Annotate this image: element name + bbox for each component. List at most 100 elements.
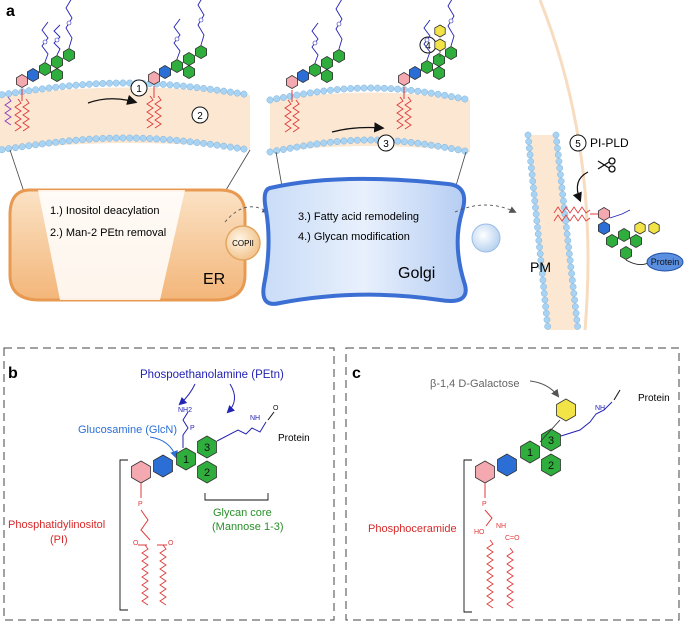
lipid-headgroup — [45, 139, 53, 147]
lipid-headgroup — [367, 136, 375, 144]
fatty-acid-chain — [159, 544, 167, 606]
lipid-headgroup — [306, 141, 314, 149]
mannose-2-number: 2 — [548, 460, 554, 472]
lipid-headgroup — [327, 86, 334, 94]
lipid-headgroup — [92, 80, 100, 88]
lipid-headgroup — [540, 290, 548, 297]
step-3-marker — [377, 134, 395, 152]
glcn-hexagon — [408, 66, 422, 80]
lipid-headgroup — [556, 164, 564, 172]
lipid-headgroup — [32, 86, 40, 94]
mannose-hexagon — [420, 60, 434, 74]
amide-label: NH — [250, 415, 260, 422]
er-label: ER — [203, 271, 225, 288]
galactose-hexagon — [434, 24, 446, 38]
lipid-headgroup — [535, 237, 543, 244]
lipid-headgroup — [527, 158, 535, 165]
hydroxyl-label: HO — [474, 529, 485, 536]
golgi-organelle — [261, 176, 468, 306]
gpi-anchor-golgi-after: Protein — [396, 0, 458, 130]
pm-background-curve — [538, 0, 590, 331]
sphingoid-chain — [486, 539, 494, 609]
mannose-hexagon — [630, 234, 642, 248]
lipid-headgroup — [206, 140, 214, 148]
lipid-headgroup — [139, 134, 147, 142]
lipid-headgroup — [279, 146, 287, 153]
lipid-chain — [553, 206, 591, 214]
lipid-headgroup — [538, 270, 546, 277]
inositol-hexagon — [147, 71, 161, 85]
oxygen-label: O — [273, 405, 279, 412]
lipid-headgroup — [454, 94, 462, 102]
lipid-headgroup — [59, 138, 66, 145]
glcn-hexagon — [158, 65, 172, 79]
mannose-hexagon — [170, 59, 184, 73]
galactose-bond — [539, 419, 561, 443]
lipid-headgroup — [240, 145, 248, 153]
lipid-headgroup — [293, 143, 301, 151]
lipid-headgroup — [173, 136, 181, 144]
lipid-headgroup — [38, 140, 46, 148]
lipid-headgroup — [186, 83, 194, 91]
mannose-hexagon — [182, 52, 196, 66]
mannose-hexagon — [63, 48, 75, 62]
lipid-headgroup — [25, 142, 33, 150]
lipid-headgroup — [526, 144, 533, 152]
gpi-anchor-er-after: Protein — [146, 0, 208, 129]
golgi-step-4: 4.) Glycan modification — [298, 231, 410, 243]
lipid-headgroup — [300, 90, 308, 98]
step-3-arrow — [331, 122, 385, 133]
lipid-headgroup — [427, 89, 435, 97]
lipid-headgroup — [65, 137, 73, 145]
lipid-headgroup — [553, 138, 561, 145]
lipid-headgroup — [441, 143, 449, 151]
mannose-hexagon — [320, 69, 334, 83]
protein-label-c: Protein — [638, 393, 670, 404]
protein-shape — [646, 252, 684, 272]
lipid-headgroup — [529, 177, 537, 185]
oxygen-label: O — [133, 540, 139, 547]
lipid-headgroup — [213, 141, 221, 149]
er-step-1: 1.) Inositol deacylation — [50, 205, 159, 217]
step-1-number: 1 — [136, 84, 142, 95]
lipid-headgroup — [407, 138, 415, 146]
lipid-headgroup — [286, 144, 294, 152]
lipid-headgroup — [186, 138, 194, 146]
lipid-headgroup — [360, 136, 368, 144]
mannose-hexagon — [51, 55, 63, 69]
lipid-headgroup — [563, 230, 571, 238]
mannose-hexagon — [194, 45, 208, 59]
er-organelle — [8, 188, 247, 302]
glcn-hexagon — [153, 454, 173, 478]
lipid-headgroup — [532, 210, 540, 218]
gpi-anchor-er-before: Protein — [4, 0, 75, 132]
galactose-arrow — [529, 380, 560, 398]
phosphate-charge — [174, 36, 180, 42]
step-3-number: 3 — [383, 139, 389, 150]
inositol-hexagon — [285, 75, 299, 89]
amide-label: NH — [496, 523, 506, 530]
step-2-marker — [191, 106, 209, 124]
lipid-headgroup — [333, 138, 341, 146]
gpi-anchor-golgi-before: Protein — [284, 0, 346, 133]
inositol-hexagon — [397, 72, 411, 86]
lipid-headgroup — [179, 82, 187, 90]
er-membrane — [0, 79, 250, 154]
lipid-headgroup — [72, 81, 80, 89]
lipid-chain — [396, 96, 404, 130]
lipid-headgroup — [414, 139, 422, 147]
mannose-hexagon — [320, 56, 334, 70]
lipid-headgroup — [200, 139, 208, 147]
lipid-headgroup — [560, 204, 568, 211]
lipid-headgroup — [72, 136, 80, 144]
lipid-headgroup — [320, 139, 328, 147]
lipid-headgroup — [347, 85, 355, 93]
lipid-headgroup — [266, 148, 274, 156]
lipid-headgroup — [542, 303, 549, 310]
lipid-headgroup — [166, 81, 174, 89]
carbonyl-bond — [613, 389, 621, 401]
lipid-headgroup — [441, 91, 449, 99]
lipid-headgroup — [85, 135, 93, 143]
panel-c-frame — [345, 347, 680, 621]
inositol-hexagon — [131, 460, 151, 484]
